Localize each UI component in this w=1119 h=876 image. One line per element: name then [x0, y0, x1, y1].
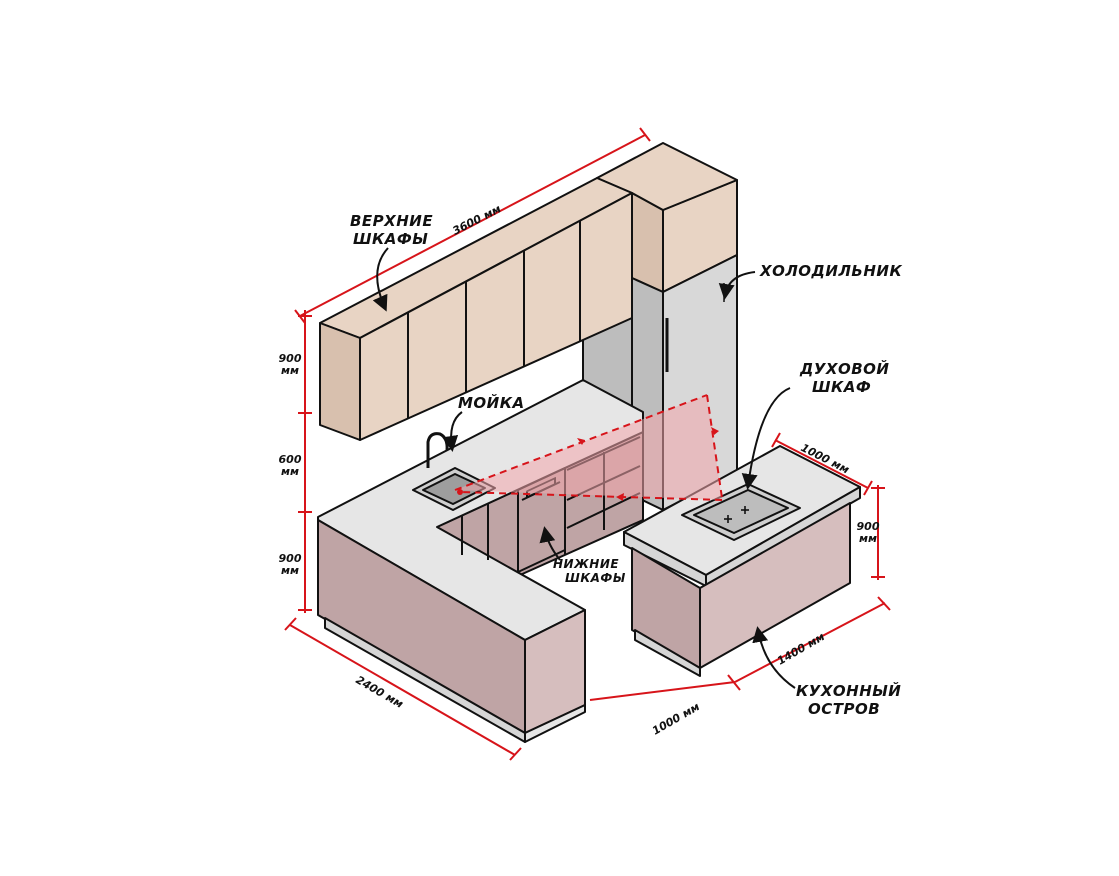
dim-top-length — [299, 134, 646, 317]
annotation-arrows — [372, 247, 796, 689]
dim-label-lower-h: 900 — [279, 552, 302, 565]
dim-label-upper-h: 900 — [279, 352, 302, 365]
triangle-arrow — [616, 493, 624, 501]
pointer-fridge — [718, 271, 756, 300]
dim-label-gap: 600 — [279, 453, 302, 466]
dim-label-upper-h-unit: мм — [281, 364, 299, 377]
dim-left-length — [289, 624, 516, 756]
pointer-upper-cabinets — [372, 247, 389, 312]
island-plinth — [634, 629, 701, 677]
triangle-edge-hob-sink — [459, 491, 723, 501]
dim-aisle-width — [589, 681, 736, 701]
dim-label-left: 2400 мм — [354, 673, 406, 710]
label-upper-cabinets-1: ВЕРХНИЕ — [350, 212, 433, 230]
dim-island-length — [734, 602, 886, 683]
upper-cabinets-end — [319, 322, 361, 441]
label-fridge: ХОЛОДИЛЬНИК — [759, 262, 902, 280]
pointer-oven — [741, 387, 791, 490]
cooktop-inner — [693, 489, 789, 534]
label-island-2: ОСТРОВ — [808, 700, 880, 718]
dim-label-island-l: 1400 мм — [775, 630, 827, 667]
dim-label-island-h-unit: мм — [859, 532, 877, 545]
dim-island-width — [774, 439, 869, 489]
dimension-lines — [284, 127, 891, 761]
pointer-island — [752, 626, 796, 689]
label-island-1: КУХОННЫЙ — [796, 681, 901, 700]
label-lower-cabinets-1: НИЖНИЕ — [553, 557, 619, 571]
dim-label-aisle: 1000 мм — [650, 700, 702, 737]
pointer-sink — [442, 411, 463, 452]
triangle-node-sink — [457, 489, 463, 495]
triangle-arrow — [577, 438, 585, 445]
pointer-lower-cabinets — [539, 526, 561, 561]
dim-label-island-h: 900 — [857, 520, 880, 533]
label-oven-1: ДУХОВОЙ — [799, 359, 889, 378]
label-lower-cabinets-2: ШКАФЫ — [565, 571, 626, 585]
plinth-front — [524, 704, 586, 743]
labels: ВЕРХНИЕ ШКАФЫ ХОЛОДИЛЬНИК ДУХОВОЙ ШКАФ М… — [350, 212, 902, 718]
dim-label-gap-unit: мм — [281, 465, 299, 478]
work-triangle — [454, 394, 723, 501]
work-triangle-area — [455, 395, 722, 500]
dim-label-lower-h-unit: мм — [281, 564, 299, 577]
label-upper-cabinets-2: ШКАФЫ — [353, 230, 428, 248]
label-oven-2: ШКАФ — [812, 378, 871, 396]
triangle-edge-fridge-hob — [706, 394, 723, 499]
label-sink: МОЙКА — [458, 393, 525, 412]
kitchen-island — [623, 445, 861, 677]
upper-cabinets — [319, 177, 633, 441]
triangle-arrow — [711, 427, 719, 435]
cooktop-burners — [724, 506, 749, 523]
